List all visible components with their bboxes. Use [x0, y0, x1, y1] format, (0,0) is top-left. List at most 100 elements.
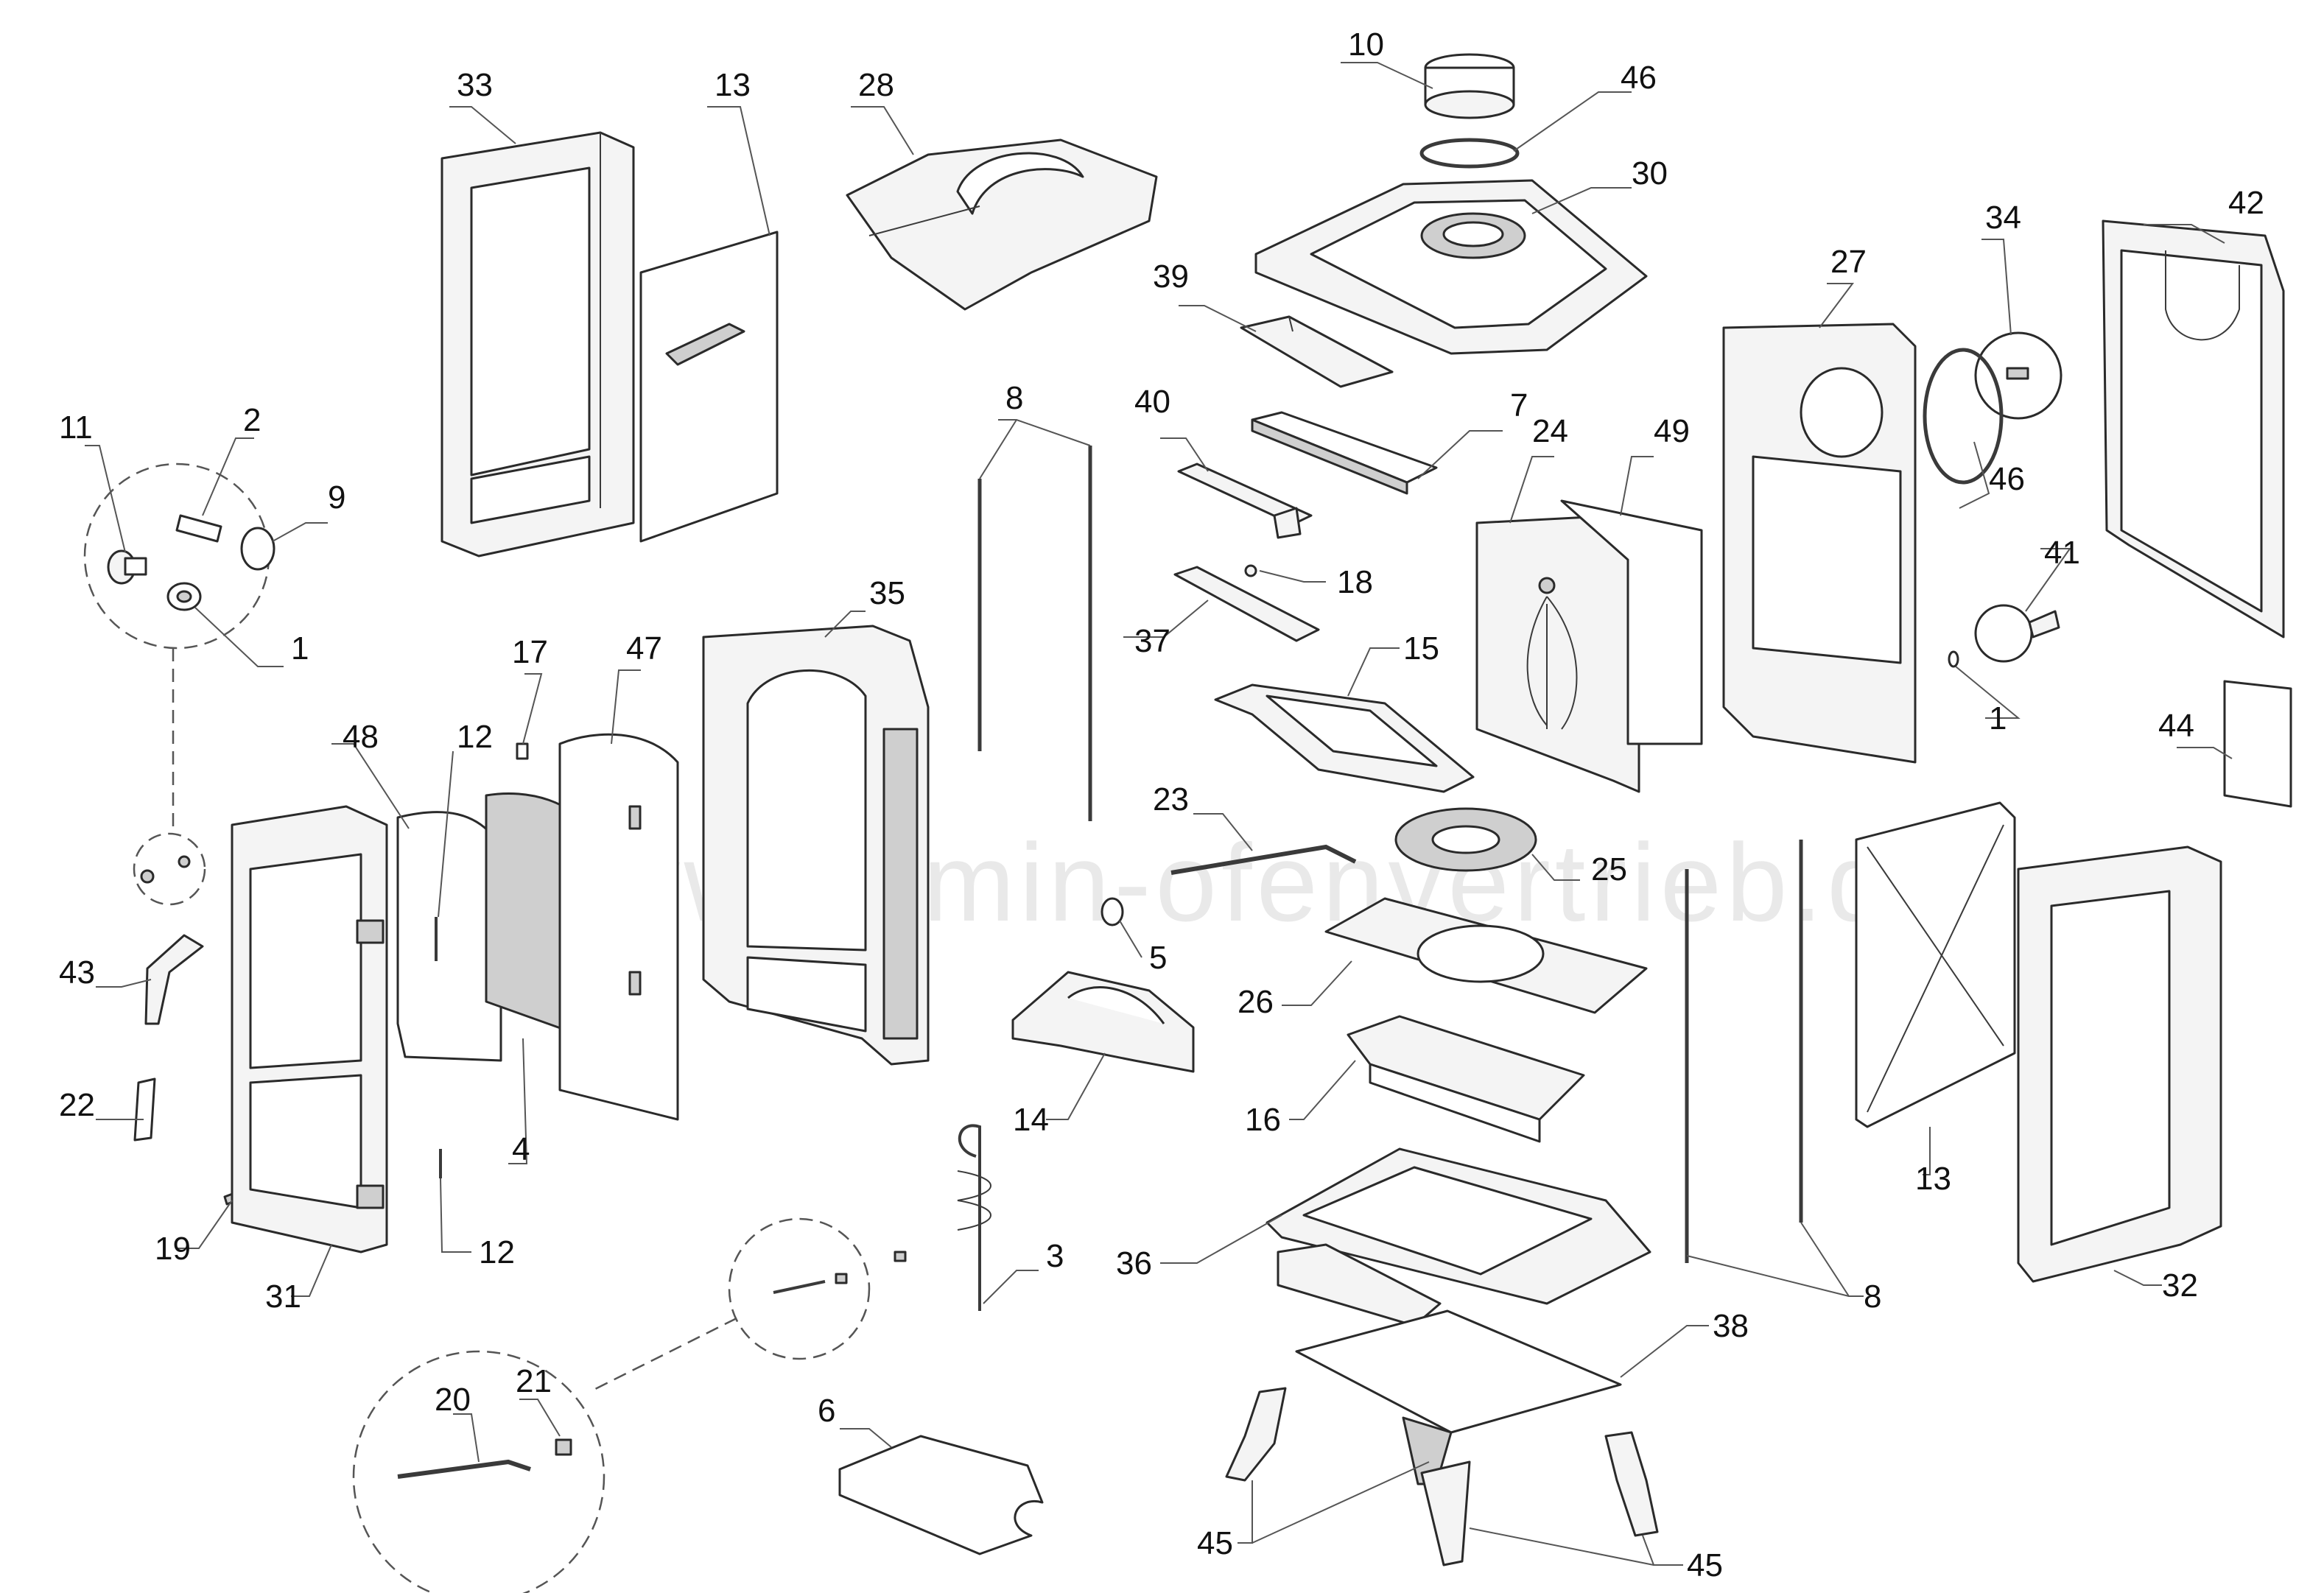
label-31: 31	[265, 1279, 301, 1315]
label-47: 47	[626, 630, 662, 667]
leader-lines	[85, 62, 2233, 1566]
part-5-grate-knob	[1100, 897, 1124, 926]
label-38: 38	[1713, 1308, 1749, 1344]
label-32: 32	[2162, 1267, 2198, 1304]
part-15-ash-lip	[1214, 683, 1475, 793]
label-8-bottom: 8	[1864, 1279, 1881, 1315]
label-12-top: 12	[457, 719, 493, 755]
part-8-tie-rod-left	[977, 446, 1092, 821]
label-36: 36	[1116, 1245, 1152, 1281]
part-25-grate	[1394, 807, 1537, 872]
label-33: 33	[457, 67, 493, 103]
label-20: 20	[435, 1382, 471, 1418]
part-45-leg-front-right	[1604, 1431, 1659, 1537]
part-40-rail-bracket	[1177, 463, 1313, 539]
label-15: 15	[1403, 630, 1439, 667]
part-group-latch-callout	[352, 1217, 907, 1593]
part-14-ash-lip-front	[1011, 971, 1195, 1073]
part-18-screw	[1244, 564, 1257, 577]
label-2: 2	[243, 402, 261, 438]
label-9: 9	[328, 479, 345, 516]
part-23-grate-rod	[1170, 844, 1357, 875]
part-16-ash-pan	[1347, 1015, 1585, 1143]
part-6-floor-plate	[838, 1435, 1044, 1555]
label-6: 6	[818, 1393, 835, 1429]
label-39: 39	[1153, 259, 1189, 295]
part-41-damper	[1974, 604, 2060, 663]
label-7: 7	[1510, 387, 1528, 423]
part-27-rear-casting	[1722, 323, 1917, 764]
label-43: 43	[59, 954, 95, 991]
label-44: 44	[2158, 708, 2194, 744]
part-35-main-door-frame	[702, 625, 930, 1066]
label-1-left: 1	[291, 630, 309, 667]
label-10: 10	[1348, 27, 1384, 63]
label-3: 3	[1046, 1238, 1064, 1274]
part-42-side-panel	[2102, 219, 2285, 639]
label-27: 27	[1830, 244, 1867, 280]
label-1-right: 1	[1989, 700, 2007, 736]
part-8-tie-rod-right	[1685, 840, 1803, 1263]
label-19: 19	[155, 1231, 191, 1267]
label-17: 17	[512, 634, 548, 670]
label-45-right: 45	[1687, 1547, 1723, 1583]
label-13-bottom: 13	[1915, 1161, 1951, 1197]
part-1-washer-right	[1948, 650, 1959, 668]
label-40: 40	[1134, 384, 1170, 420]
part-17-glass-clip	[516, 742, 529, 760]
part-46-gasket-side	[1923, 348, 2004, 485]
label-46-side: 46	[1989, 461, 2025, 497]
label-34: 34	[1985, 200, 2021, 236]
label-11: 11	[59, 409, 93, 446]
part-36-base-casting	[1265, 1147, 1651, 1327]
part-34-cover-plate	[1974, 331, 2063, 420]
label-5: 5	[1149, 940, 1167, 976]
part-37-grate-rail	[1173, 566, 1320, 642]
label-35: 35	[869, 575, 905, 611]
label-8-top: 8	[1005, 380, 1023, 416]
part-group-handle-callout	[83, 463, 275, 906]
label-12-bottom: 12	[479, 1234, 515, 1270]
part-28-top-casting	[846, 138, 1158, 311]
part-30-top-plate	[1254, 179, 1648, 355]
label-30: 30	[1632, 155, 1668, 191]
label-46-top: 46	[1621, 60, 1657, 96]
part-45-leg-front-left	[1225, 1387, 1287, 1482]
label-22: 22	[59, 1087, 95, 1123]
part-43-door-lever	[144, 934, 204, 1025]
part-33-door-frame	[440, 131, 635, 558]
label-26: 26	[1238, 984, 1274, 1020]
label-24: 24	[1532, 413, 1568, 449]
part-number-labels: 33 13 28 10 46 30 34 42 27 46 41 1 44 11…	[59, 27, 2264, 1583]
part-39-baffle-bracket	[1240, 315, 1394, 388]
label-25: 25	[1591, 851, 1627, 887]
part-3-tool-hook	[957, 1124, 991, 1311]
part-45-leg-back	[1420, 1460, 1471, 1566]
part-7-baffle-plate	[1251, 411, 1438, 495]
part-46-gasket-top	[1419, 138, 1520, 169]
part-31-front-door	[231, 805, 388, 1253]
part-38-base-plate	[1295, 1309, 1622, 1485]
label-13-top: 13	[715, 67, 751, 103]
label-18: 18	[1337, 564, 1373, 600]
label-16: 16	[1245, 1102, 1281, 1138]
label-14: 14	[1013, 1102, 1049, 1138]
label-45-left: 45	[1197, 1525, 1233, 1561]
part-26-grate-frame	[1324, 897, 1648, 1014]
part-47-glass-seal	[558, 733, 679, 1121]
label-28: 28	[858, 67, 894, 103]
part-44-rating-plate	[2223, 680, 2292, 808]
label-4: 4	[512, 1131, 530, 1167]
part-22-handle-grip	[133, 1077, 156, 1142]
part-13-side-panel	[639, 231, 779, 543]
label-41: 41	[2044, 535, 2080, 571]
part-24-back-plate	[1475, 514, 1640, 793]
part-10-flue-collar	[1424, 53, 1515, 119]
label-48: 48	[343, 719, 379, 755]
label-21: 21	[516, 1363, 552, 1399]
part-49-rope-gasket-panel	[1560, 499, 1703, 745]
part-13-side-panel-right	[1855, 801, 2016, 1128]
label-49: 49	[1654, 413, 1690, 449]
label-23: 23	[1153, 781, 1189, 817]
